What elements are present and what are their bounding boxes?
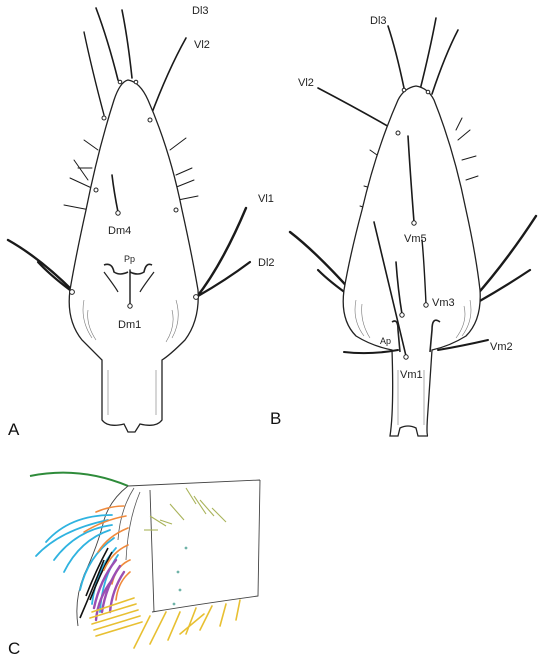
seta-vl1-right-inner (196, 260, 252, 298)
olive-setae (144, 487, 227, 531)
shading-a (82, 299, 179, 415)
label-b-vm3: Vm3 (432, 297, 455, 309)
dark-setae (79, 547, 113, 619)
ap-structure-right (429, 319, 441, 353)
pp-lobes (103, 271, 155, 293)
seta-dl3-left (95, 7, 119, 81)
panel-b-drawing (288, 17, 538, 437)
seta-ap-left (343, 349, 399, 355)
body-outline-b (342, 85, 481, 437)
seta-b-right-long (472, 214, 538, 300)
inner-outline-c (117, 487, 141, 561)
yellow-setae (89, 597, 241, 649)
label-a-dl3: Dl3 (192, 5, 209, 17)
seta-dl2-left-inner (36, 260, 72, 292)
seta-b-vl2 (317, 87, 399, 133)
seta-vm3 (421, 239, 427, 305)
seta-dl3-right (121, 9, 133, 79)
label-b-vm1: Vm1 (400, 369, 423, 381)
label-a-dm4: Dm4 (108, 225, 131, 237)
seta-dm4 (111, 174, 119, 213)
label-a-vl2: Vl2 (194, 39, 210, 51)
panel-a-drawing (6, 7, 252, 433)
panel-label-a: A (8, 420, 20, 439)
seta-vm2 (437, 339, 489, 351)
hairs-b-right (455, 117, 479, 181)
label-a-vl1: Vl1 (258, 193, 274, 205)
cyan-setae (35, 514, 119, 613)
label-a-pp: Pp (124, 254, 135, 264)
seta-vl2-left (83, 31, 105, 116)
seta-b-dl3-mid (419, 17, 437, 91)
seta-b-dl3-left (387, 25, 405, 89)
seta-vl1-right (194, 206, 248, 300)
label-b-vm2: Vm2 (490, 341, 513, 353)
panel-label-b: B (270, 409, 281, 428)
seta-vm-mid (395, 261, 403, 315)
label-b-ap: Ap (380, 336, 391, 346)
label-a-dm1: Dm1 (118, 319, 141, 331)
seta-dl2-left (6, 238, 76, 294)
teal-dots (172, 546, 188, 606)
seta-vl2-right (149, 37, 187, 119)
seta-b-left-long (288, 230, 354, 294)
panel-label-c: C (8, 639, 20, 658)
shading-b (354, 299, 472, 425)
label-b-dl3: Dl3 (370, 15, 387, 27)
pp-structure (103, 263, 153, 275)
label-a-dl2: Dl2 (258, 257, 275, 269)
seta-b-dl3-right (431, 29, 459, 95)
hairs-right (169, 137, 199, 201)
seta-vm5 (407, 135, 415, 223)
body-outline-c (76, 479, 261, 627)
seta-vm1 (373, 221, 407, 357)
panel-c-drawing (29, 471, 261, 649)
label-b-vm5: Vm5 (404, 233, 427, 245)
hairs-left (63, 139, 99, 211)
ap-structure (391, 320, 401, 353)
label-b-vl2: Vl2 (298, 77, 314, 89)
seta-b-right-inner (476, 268, 532, 304)
green-line (29, 471, 129, 487)
body-outline-a (68, 79, 199, 433)
